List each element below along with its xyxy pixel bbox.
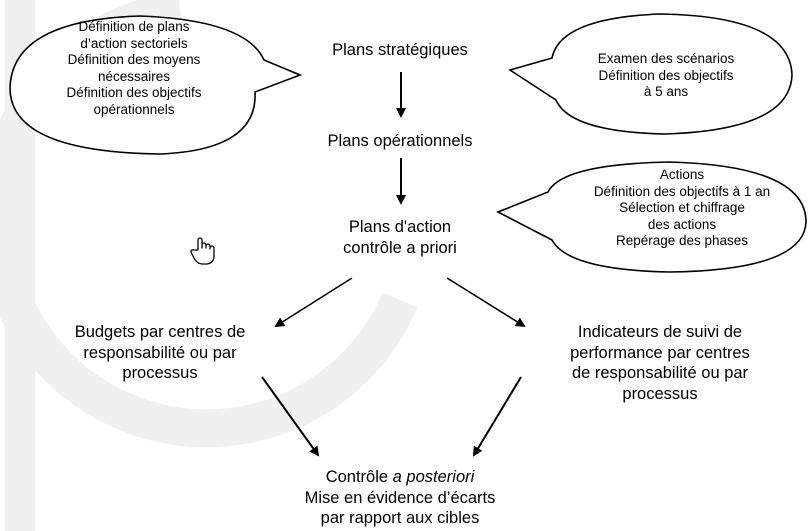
- bubble-line: Définition de plans: [78, 19, 190, 34]
- bubble-right-mid-text: Actions Définition des objectifs à 1 an …: [572, 167, 792, 250]
- arrow-action-to-budgets: [274, 277, 353, 328]
- node-line: de responsabilité ou par: [571, 364, 749, 382]
- arrow-indicators-to-control: [472, 376, 522, 457]
- bubble-line: Repérage des phases: [615, 233, 749, 248]
- node-plans-action: Plans d'action contrôle a priori: [300, 217, 500, 259]
- node-line: Budgets par centres de: [74, 323, 246, 341]
- node-line: responsabilité ou par: [83, 343, 237, 362]
- node-line: contrôle a priori: [343, 239, 457, 257]
- node-controle-a-posteriori: Contrôle a posteriori Mise en évidence d…: [250, 467, 550, 529]
- bubble-left-top: [9, 15, 303, 155]
- bubble-line: Définition des objectifs à 1 an: [593, 183, 771, 199]
- node-line-2: Mise en évidence d’écarts: [304, 488, 496, 507]
- bubble-line: Définition des moyens: [67, 52, 201, 67]
- arrow-budgets-to-control: [261, 376, 320, 457]
- node-line: processus: [622, 384, 698, 403]
- bubble-line: des actions: [647, 216, 717, 232]
- bubble-line: Définition des objectifs: [598, 67, 734, 83]
- node-line-3: par rapport aux cibles: [320, 509, 480, 527]
- node-indicators: Indicateurs de suivi de performance par …: [530, 322, 790, 404]
- bubble-right-top-text: Examen des scénarios Définition des obje…: [571, 51, 761, 101]
- node-line: performance par centres: [570, 343, 750, 362]
- bubble-line: nécessaires: [97, 68, 171, 84]
- bubble-right-mid: [496, 161, 807, 273]
- control-italic: a posteriori: [392, 468, 475, 486]
- node-line: processus: [122, 364, 198, 382]
- bubble-right-top: [508, 13, 793, 135]
- node-budgets: Budgets par centres de responsabilité ou…: [30, 322, 290, 384]
- node-plans-strategiques: Plans stratégiques: [300, 40, 500, 60]
- bubble-line: Définition des objectifs: [66, 85, 202, 100]
- bubble-line: opérationnels: [93, 101, 175, 117]
- node-plans-operationnels: Plans opérationnels: [290, 131, 510, 151]
- node-line: Plans opérationnels: [327, 132, 473, 150]
- bubble-line: Actions: [659, 167, 705, 182]
- node-line: Indicateurs de suivi de: [577, 323, 743, 341]
- node-line: Plans stratégiques: [332, 41, 468, 59]
- node-line: Plans d'action: [348, 218, 452, 236]
- node-line-1: Contrôle a posteriori: [250, 467, 550, 488]
- bubble-line: Sélection et chiffrage: [619, 200, 745, 215]
- hand-pointer-icon: [190, 237, 215, 265]
- bubble-line: d’action sectoriels: [80, 35, 188, 51]
- control-prefix: Contrôle: [325, 468, 393, 486]
- arrow-action-to-indicators: [446, 277, 526, 328]
- bubble-line: à 5 ans: [643, 84, 689, 99]
- bubble-line: Examen des scénarios: [597, 51, 735, 66]
- bubble-left-top-text: Définition de plans d’action sectoriels …: [34, 19, 234, 118]
